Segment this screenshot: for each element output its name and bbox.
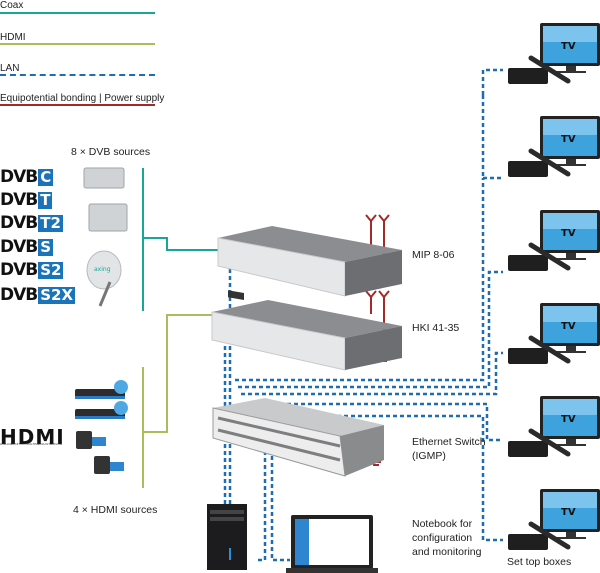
tv-label: TV xyxy=(561,228,576,239)
remote-control xyxy=(528,521,571,550)
lan-stb4 xyxy=(241,351,503,396)
lan-stb6 xyxy=(260,414,503,542)
legend-hdmi-label: HDMI xyxy=(0,32,26,43)
hdmi-logo-subtext: HIGH-DEFINITION MULTIMEDIA INTERFACE xyxy=(0,442,63,446)
legend-lan-label: LAN xyxy=(0,63,20,74)
lan-pc xyxy=(255,430,267,562)
remote-control xyxy=(528,335,571,364)
tv-label: TV xyxy=(561,41,576,52)
legend-power-line xyxy=(0,104,155,106)
legend-hdmi-line xyxy=(0,43,155,45)
lan-stb1 xyxy=(235,178,485,382)
switch-label-1: Ethernet Switch xyxy=(412,436,486,448)
set-top-box xyxy=(508,68,548,84)
hdmi-lines xyxy=(142,314,215,488)
tv-stb-unit: TV xyxy=(508,396,600,457)
remote-control xyxy=(528,242,571,271)
tv-stb-unit: TV xyxy=(508,116,600,177)
hdmi-players xyxy=(75,380,128,419)
hdmi-to-hki xyxy=(143,314,215,433)
remote-control xyxy=(528,148,571,177)
remote-control xyxy=(528,55,571,84)
notebook-label-2: configuration xyxy=(412,532,473,544)
tv-stb-unit: TV xyxy=(508,23,600,84)
dvb-amplifier-2 xyxy=(88,203,128,232)
set-top-box xyxy=(508,348,548,364)
switch-device xyxy=(212,398,384,477)
pc-tower xyxy=(207,504,247,570)
remote-control xyxy=(528,428,571,457)
legend-power-label: Equipotential bonding | Power supply xyxy=(0,93,165,104)
hki-device xyxy=(211,300,402,371)
legend-lan-line xyxy=(0,74,155,76)
set-top-box xyxy=(508,255,548,271)
tv-stb-unit: TV xyxy=(508,210,600,271)
tv-stb-unit: TV xyxy=(508,489,600,550)
legend-coax-line xyxy=(0,12,155,14)
dvb-amplifier-1 xyxy=(83,167,125,189)
set-top-box xyxy=(508,161,548,177)
tv-label: TV xyxy=(561,134,576,145)
notebook-label-3: and monitoring xyxy=(412,546,482,558)
hdmi-camcorders xyxy=(76,431,124,474)
tv-stb-units: TV TV TV TV TV TV xyxy=(508,23,600,550)
lan-stb3 xyxy=(238,270,503,389)
tv-label: TV xyxy=(561,507,576,518)
coax-to-mip xyxy=(143,237,218,251)
set-top-box xyxy=(508,441,548,457)
set-top-boxes-caption: Set top boxes xyxy=(507,556,572,568)
mip-device xyxy=(217,226,402,301)
dvb-sources-title: 8 × DVB sources xyxy=(71,146,151,158)
satellite-dish: axing xyxy=(86,250,122,307)
lan-stb5 xyxy=(245,402,503,442)
set-top-box xyxy=(508,534,548,550)
dish-brand: axing xyxy=(94,266,111,273)
tv-stb-unit: TV xyxy=(508,303,600,364)
hdmi-sources-title: 4 × HDMI sources xyxy=(73,504,158,516)
switch-label-2: (IGMP) xyxy=(412,450,446,462)
notebook-label-1: Notebook for xyxy=(412,518,473,530)
tv-label: TV xyxy=(561,321,576,332)
coax-lines xyxy=(142,168,218,311)
hki-label: HKI 41-35 xyxy=(412,322,460,334)
lan-stb-top xyxy=(481,68,503,95)
hdmi-logo: HDMI xyxy=(0,425,65,449)
mip-label: MIP 8-06 xyxy=(412,249,455,261)
lan-notebook xyxy=(270,435,290,562)
legend-coax-label: Coax xyxy=(0,0,24,11)
notebook xyxy=(286,515,378,573)
tv-label: TV xyxy=(561,414,576,425)
mip-slot xyxy=(228,290,244,301)
